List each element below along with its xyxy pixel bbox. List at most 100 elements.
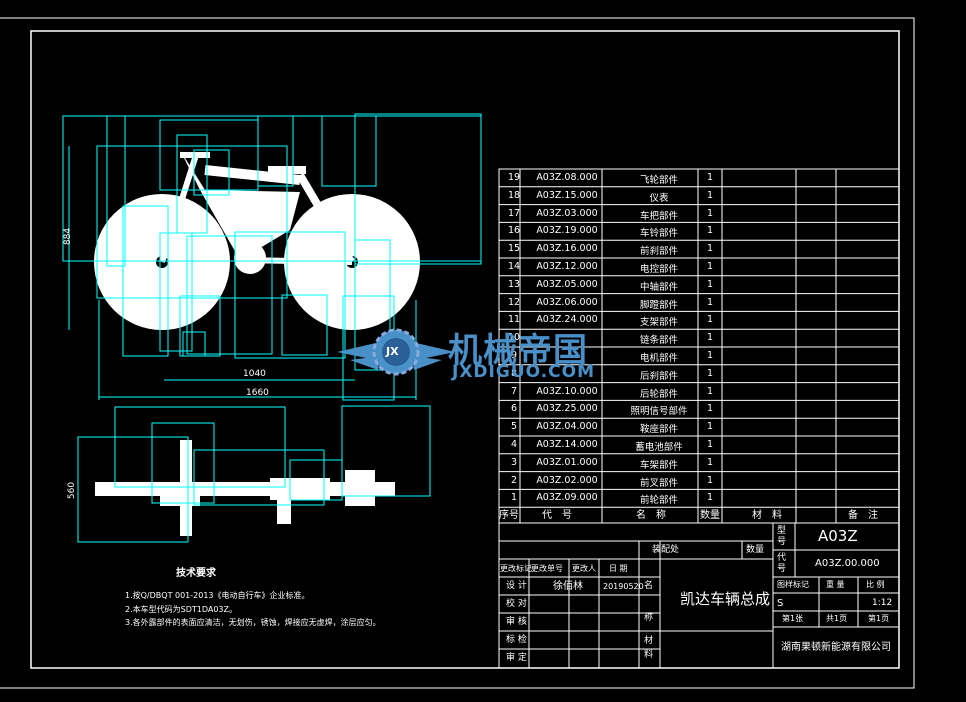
code-value: A03Z.00.000	[815, 558, 880, 569]
bom-header-name: 名 称	[636, 510, 666, 521]
bom-cell-no: 14	[507, 261, 521, 272]
scale-value: 1:12	[872, 598, 893, 608]
bom-cell-no: 18	[507, 189, 521, 201]
bom-cell-qty: 1	[706, 492, 714, 504]
bom-header-qty: 数量	[700, 510, 720, 521]
designer-label: 设 计	[506, 581, 527, 591]
bom-row: 12 A03Z.06.000 脚蹬部件 1	[499, 294, 899, 311]
dim-height: 884	[63, 227, 74, 246]
dim-wheelbase: 1040	[243, 369, 266, 379]
bom-cell-qty: 1	[706, 278, 714, 290]
bom-header-material: 材 料	[752, 510, 782, 521]
bom-cell-name: 车把部件	[639, 210, 678, 222]
bom-cell-name: 车铃部件	[639, 228, 678, 240]
bom-cell-no: 16	[507, 225, 521, 237]
bom-cell-code: A03Z.03.000	[536, 207, 598, 219]
bom-header-note: 备 注	[848, 510, 878, 521]
bom-cell-name: 前轮部件	[639, 495, 678, 507]
bom-cell-name: 鞍座部件	[639, 424, 678, 436]
bom-cell-code: A03Z.14.000	[536, 439, 598, 450]
bom-cell-name: 链条部件	[639, 335, 678, 347]
designer-name: 徐佰林	[553, 581, 583, 592]
bom-cell-no: 13	[507, 278, 521, 290]
bom-grid	[498, 168, 900, 524]
bom-cell-name: 中轴部件	[639, 281, 678, 293]
bom-cell-name: 照明信号部件	[630, 406, 688, 418]
bom-cell-name: 脚蹬部件	[639, 299, 678, 311]
approve-label: 审 定	[506, 653, 527, 663]
bom-cell-qty: 1	[706, 225, 714, 237]
bom-row: 5 A03Z.04.000 鞍座部件 1	[499, 418, 899, 435]
bom-cell-code: A03Z.08.000	[536, 172, 598, 183]
dim-width: 560	[67, 481, 78, 500]
drawing-name: 凯达车辆总成	[680, 590, 771, 608]
bom-cell-no: 5	[510, 421, 518, 433]
bom-cell-no: 12	[507, 296, 521, 308]
dim-length: 1660	[246, 388, 269, 398]
bom-row: 6 A03Z.25.000 照明信号部件 1	[499, 400, 899, 417]
bom-cell-qty: 1	[706, 189, 714, 201]
bom-cell-no: 3	[510, 456, 518, 468]
bom-cell-no: 11	[507, 314, 521, 326]
bom-cell-code: A03Z.09.000	[536, 492, 598, 504]
bom-cell-no: 6	[510, 403, 518, 415]
watermark-logo	[337, 328, 455, 376]
bom-cell-qty: 1	[706, 421, 714, 433]
tech-req-line-1: 1.按Q/DBQT 001-2013《电动自行车》企业标准。	[125, 591, 310, 600]
bom-cell-qty: 1	[706, 403, 714, 415]
bom-cell-code: A03Z.06.000	[536, 296, 598, 308]
bom-cell-no: 17	[507, 207, 521, 219]
design-date: 20190520	[603, 582, 644, 591]
bom-cell-no: 7	[510, 385, 518, 397]
bom-cell-code: A03Z.01.000	[536, 456, 598, 468]
scale-label: 比 例	[866, 580, 885, 589]
bom-cell-qty: 1	[706, 261, 714, 272]
top-view-outlines	[77, 405, 431, 543]
stage-value: S	[777, 598, 784, 609]
tech-req-line-2: 2.本车型代码为SDT1DA03Z。	[125, 605, 237, 614]
outer-frame	[0, 17, 915, 689]
bom-cell-qty: 1	[706, 367, 714, 379]
rev-mark-label: 更改标记	[500, 564, 532, 573]
quantity-label: 数量	[746, 545, 765, 555]
loading-label: 装配处	[652, 545, 680, 555]
watermark-title: 机械帝国	[448, 331, 588, 371]
total-sheets: 共1页	[826, 614, 848, 623]
bom-header-no: 序号	[499, 510, 519, 521]
model-value: A03Z	[818, 527, 858, 545]
watermark-url: JXDIGUO.COM	[452, 362, 596, 382]
bom-cell-qty: 1	[706, 474, 714, 486]
review-label: 审 核	[506, 617, 527, 627]
material-label: 材料	[644, 636, 654, 660]
bom-cell-code: A03Z.24.000	[536, 314, 598, 326]
bom-cell-name: 电控部件	[639, 264, 678, 275]
tech-req-line-3: 3.各外露部件的表面应清洁，无划伤，锈蚀，焊接应无虚焊，涂层应匀。	[125, 618, 381, 627]
sheet-count: 第1张	[782, 614, 804, 623]
bom-cell-name: 车架部件	[639, 459, 678, 471]
bom-cell-code: A03Z.19.000	[536, 225, 598, 237]
stage-label: 图样标记	[777, 580, 809, 589]
bom-cell-code: A03Z.12.000	[536, 261, 598, 272]
bom-cell-code: A03Z.04.000	[536, 421, 598, 433]
bom-cell-qty: 1	[706, 350, 714, 361]
rev-no-label: 更改单号	[531, 564, 563, 573]
bom-cell-code: A03Z.25.000	[536, 403, 598, 415]
tech-req-title: 技术要求	[176, 568, 216, 579]
bom-cell-name: 仪表	[649, 192, 669, 204]
bom-cell-qty: 1	[706, 296, 714, 308]
bom-cell-qty: 1	[706, 314, 714, 326]
bom-cell-name: 后轮部件	[639, 388, 678, 400]
sheet-number: 第1页	[868, 614, 890, 623]
bom-row: 16 A03Z.19.000 车铃部件 1	[499, 222, 899, 239]
